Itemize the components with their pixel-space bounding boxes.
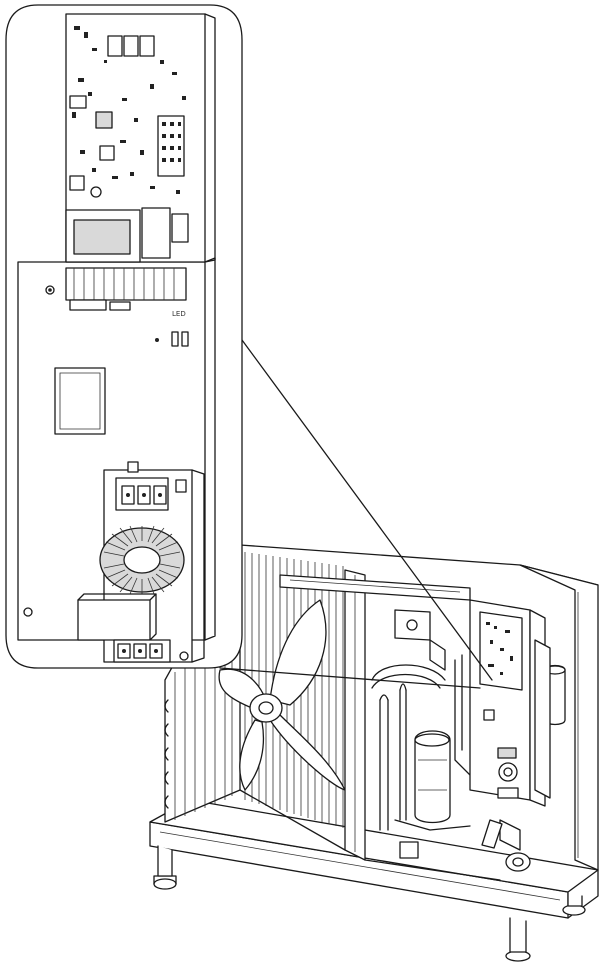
callout-leader-line-lower (219, 667, 481, 689)
callout-leader-line (241, 339, 493, 681)
service-valves (399, 819, 531, 872)
zoom-inset: LED (5, 4, 243, 669)
terminal-strip (65, 267, 187, 311)
compressor (414, 730, 451, 824)
fan-blades (218, 599, 346, 791)
partition-wall (344, 569, 366, 861)
board-label: LED (172, 310, 186, 318)
valve-bracket (394, 609, 446, 671)
refrigerant-pipes (371, 654, 476, 831)
unit-base (149, 799, 599, 962)
toroid-choke (99, 525, 185, 595)
transformer (65, 207, 189, 263)
capacitor-block (77, 599, 151, 641)
microcontroller-chip (95, 111, 113, 129)
fan-hub (249, 693, 283, 723)
electrical-box (469, 599, 546, 807)
foot-front-left (153, 878, 177, 890)
filter-board (77, 461, 205, 663)
upper-pcb (65, 13, 216, 311)
reactor-cylinder (534, 639, 566, 799)
